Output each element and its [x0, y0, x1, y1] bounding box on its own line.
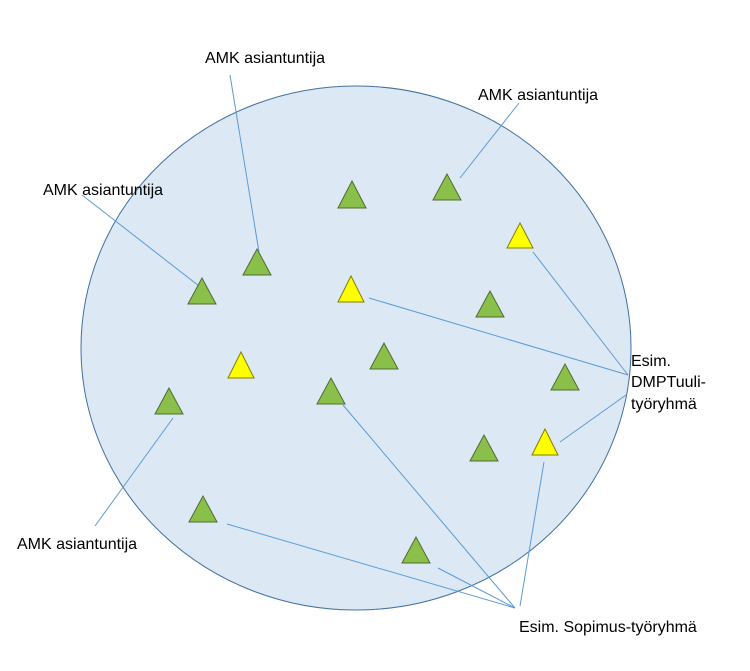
- connector-dmp-3: [559, 394, 627, 443]
- label-dmp-line3: työryhmä: [631, 396, 697, 413]
- connector-lines: [81, 74, 629, 609]
- member-triangle: [369, 341, 399, 370]
- label-dmp-line1: Esim.: [631, 353, 671, 370]
- label-amk-top: AMK asiantuntija: [205, 50, 325, 67]
- community-circle: [80, 85, 632, 611]
- member-triangle: [316, 376, 346, 405]
- connector-sopimus-2: [226, 523, 516, 609]
- member-triangle: [432, 172, 462, 201]
- member-triangle: [550, 362, 580, 391]
- connector-amk-bottom-left: [94, 417, 174, 527]
- label-amk-left: AMK asiantuntija: [43, 182, 163, 199]
- connector-sopimus-4: [519, 461, 545, 607]
- label-sopimus: Esim. Sopimus-työryhmä: [519, 619, 697, 636]
- member-triangle: [401, 535, 431, 564]
- member-triangle: [187, 276, 217, 305]
- connector-amk-top-right: [459, 102, 520, 179]
- connector-sopimus-3: [437, 567, 516, 609]
- member-triangle: [337, 274, 365, 303]
- member-triangle: [242, 247, 272, 276]
- member-triangle: [506, 221, 534, 249]
- connector-amk-top: [229, 74, 260, 253]
- connector-amk-left: [81, 194, 200, 287]
- member-triangle: [154, 386, 184, 415]
- connector-dmp-1: [368, 297, 629, 376]
- connector-sopimus-1: [342, 404, 516, 609]
- member-triangle: [227, 350, 255, 379]
- member-triangle: [475, 289, 505, 318]
- label-amk-top-right: AMK asiantuntija: [478, 87, 598, 104]
- member-triangle: [337, 179, 367, 209]
- member-triangle: [469, 433, 499, 462]
- label-amk-bottom-left: AMK asiantuntija: [17, 536, 137, 553]
- member-triangle: [188, 494, 218, 523]
- label-dmp-line2: DMPTuuli-: [631, 374, 706, 391]
- labels: AMK asiantuntija AMK asiantuntija AMK as…: [17, 50, 706, 636]
- member-triangle: [531, 427, 559, 456]
- member-triangles: [154, 172, 580, 564]
- connector-dmp-2: [532, 251, 629, 376]
